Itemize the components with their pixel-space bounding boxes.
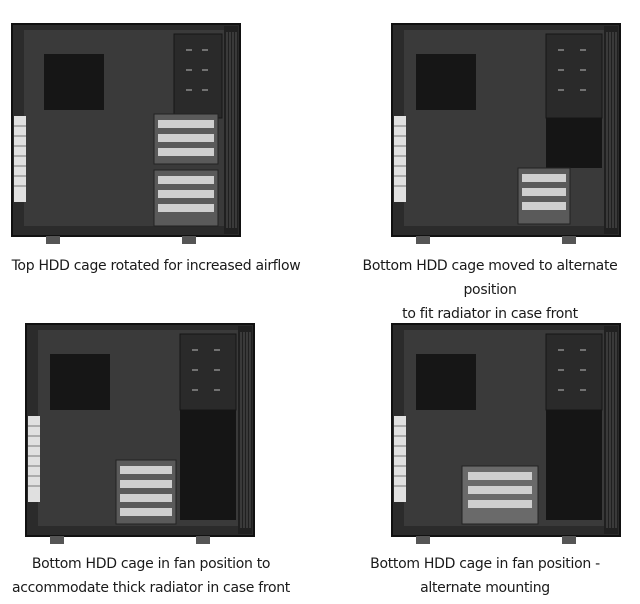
foot xyxy=(416,536,430,544)
odd-bays xyxy=(545,33,603,119)
front-vents xyxy=(240,332,251,528)
cpu-cutout xyxy=(416,54,476,110)
foot xyxy=(46,236,60,244)
radiator-space xyxy=(180,410,236,520)
expansion-slots xyxy=(394,416,406,502)
caption-line: Bottom HDD cage moved to alternate posit… xyxy=(362,258,618,298)
caption: Bottom HDD cage in fan position - altern… xyxy=(340,552,630,600)
hdd-cage-top-rotated xyxy=(153,113,219,165)
caption: Top HDD cage rotated for increased airfl… xyxy=(6,254,306,278)
hdd-cage-bottom-alternate xyxy=(517,167,571,225)
hdd-cage-bottom xyxy=(153,169,219,227)
foot xyxy=(562,536,576,544)
expansion-slots xyxy=(14,116,26,202)
hdd-cage-fan-position-alternate xyxy=(461,465,539,525)
caption-line: alternate mounting xyxy=(420,580,550,596)
case-image xyxy=(25,323,255,544)
figure-bottom-left: Bottom HDD cage in fan position to accom… xyxy=(6,320,306,600)
caption-line: Bottom HDD cage in fan position to xyxy=(31,556,271,572)
caption: Bottom HDD cage in fan position to accom… xyxy=(6,552,296,600)
front-vents xyxy=(606,332,617,528)
figure-top-left: Top HDD cage rotated for increased airfl… xyxy=(6,20,306,280)
odd-bays xyxy=(179,333,237,411)
front-vents xyxy=(606,32,617,228)
cpu-cutout xyxy=(50,354,110,410)
foot xyxy=(196,536,210,544)
figure-bottom-right: Bottom HDD cage in fan position - altern… xyxy=(340,320,640,600)
foot xyxy=(416,236,430,244)
expansion-slots xyxy=(28,416,40,502)
caption-line: Top HDD cage rotated for increased airfl… xyxy=(11,258,301,274)
cpu-cutout xyxy=(416,354,476,410)
expansion-slots xyxy=(394,116,406,202)
foot xyxy=(562,236,576,244)
odd-bays xyxy=(545,333,603,411)
case-image xyxy=(391,23,621,244)
odd-bays xyxy=(173,33,223,119)
radiator-space xyxy=(546,118,602,168)
radiator-space xyxy=(546,410,602,520)
foot xyxy=(50,536,64,544)
front-vents xyxy=(226,32,237,228)
foot xyxy=(182,236,196,244)
caption-line: Bottom HDD cage in fan position - xyxy=(370,556,600,572)
figure-top-right: Bottom HDD cage moved to alternate posit… xyxy=(340,20,640,322)
cpu-cutout xyxy=(44,54,104,110)
case-image xyxy=(391,323,621,544)
hdd-cage-fan-position xyxy=(115,459,177,525)
caption-line: to fit radiator in case front xyxy=(402,306,578,322)
case-image xyxy=(11,23,241,244)
caption: Bottom HDD cage moved to alternate posit… xyxy=(340,254,640,326)
caption-line: accommodate thick radiator in case front xyxy=(11,580,290,596)
